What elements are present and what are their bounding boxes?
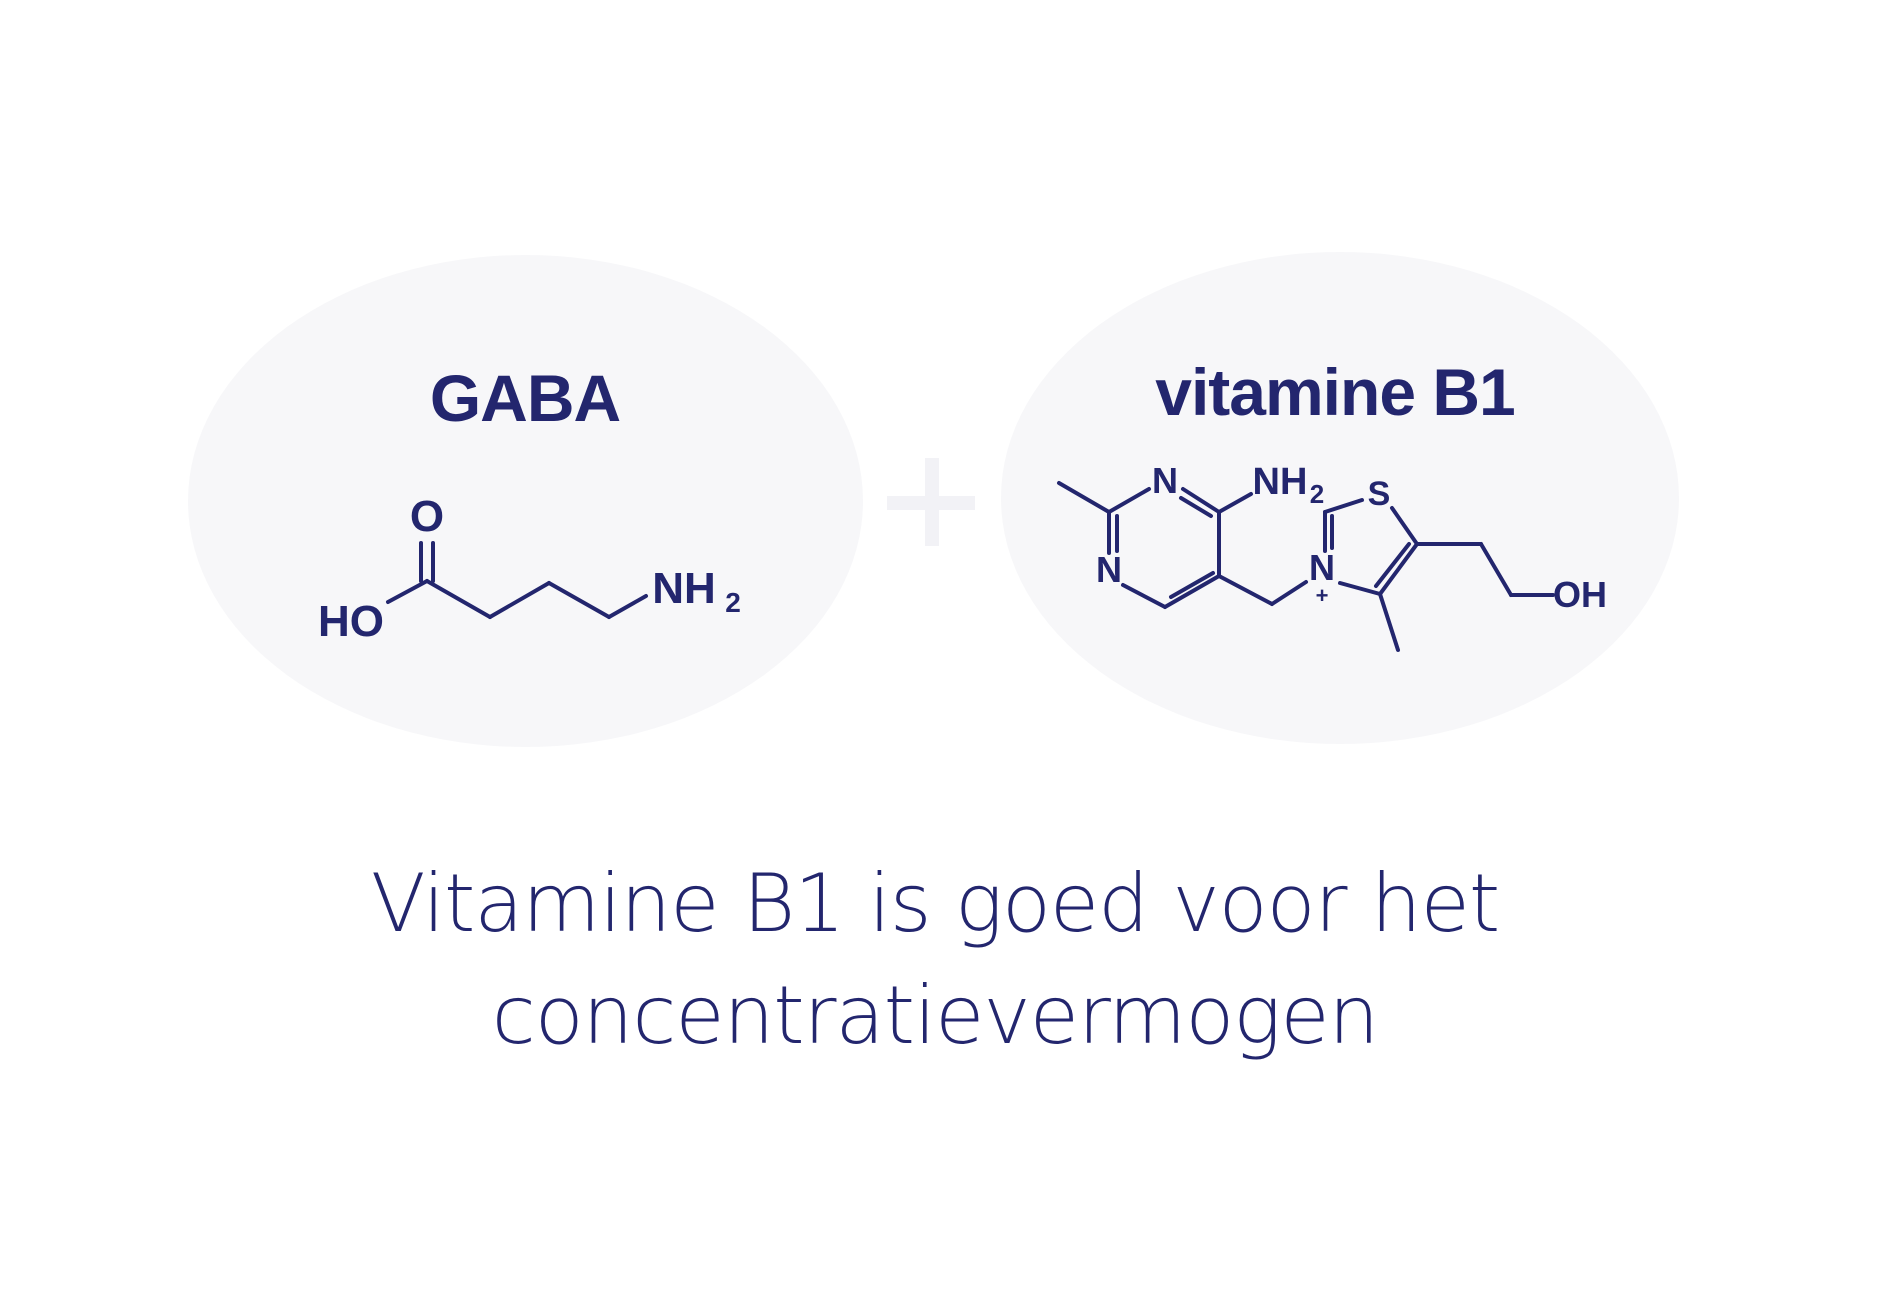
vitamine-b1-nitrogen-label: N <box>1309 547 1335 588</box>
gaba-hydroxyl-label: HO <box>318 597 384 646</box>
vitamine-b1-backdrop <box>1001 252 1679 744</box>
caption-line-1: Vitamine B1 is goed voor het <box>370 857 1500 950</box>
vitamine-b1-hydroxyl-label: OH <box>1553 574 1607 615</box>
plus-icon <box>887 458 975 546</box>
vitamine-b1-title: vitamine B1 <box>1155 355 1515 429</box>
vitamine-b1-amine-subscript: 2 <box>1310 479 1324 509</box>
vitamine-b1-n2-label: N <box>1096 549 1122 590</box>
gaba-amine-subscript: 2 <box>725 587 741 618</box>
gaba-title: GABA <box>429 361 621 435</box>
vitamine-b1-structure <box>1057 481 1555 652</box>
caption: Vitamine B1 is goed voor het concentrati… <box>250 848 1620 1072</box>
gaba-oxygen-label: O <box>410 492 444 541</box>
gaba-amine-label: NH <box>652 564 716 613</box>
caption-line-2: concentratievermogen <box>491 969 1379 1062</box>
gaba-backdrop <box>188 255 863 747</box>
vitamine-b1-charge-label: + <box>1316 583 1329 608</box>
vitamine-b1-n1-label: N <box>1152 460 1178 501</box>
vitamine-b1-sulfur-label: S <box>1368 475 1391 513</box>
gaba-structure <box>386 541 648 619</box>
vitamine-b1-amine-label: NH <box>1253 461 1308 503</box>
